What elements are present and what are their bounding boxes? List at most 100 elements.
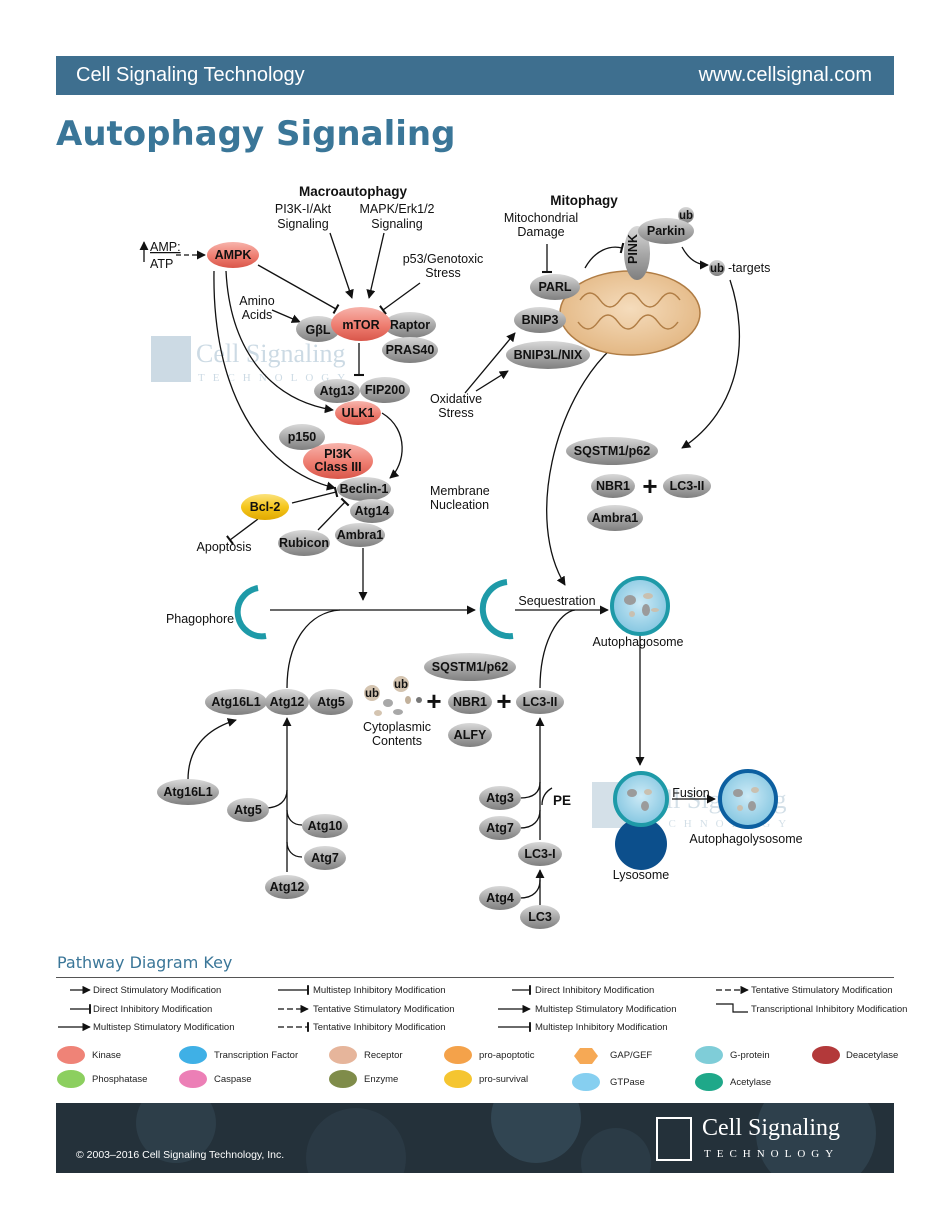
- node-bnip3l[interactable]: BNIP3L/NIX: [506, 341, 590, 369]
- key-arrow-label-5: Tentative Stimulatory Modification: [313, 1004, 455, 1015]
- node-atg7-b[interactable]: Atg7: [479, 816, 521, 840]
- node-pras40[interactable]: PRAS40: [382, 337, 438, 363]
- label-mito-damage-1: Mitochondrial: [504, 211, 578, 225]
- node-nbr1-top[interactable]: NBR1: [591, 474, 635, 498]
- node-rubicon[interactable]: Rubicon: [278, 530, 330, 556]
- ub-target-label: ub: [710, 263, 724, 275]
- edge-atg5-join: [264, 789, 288, 809]
- node-pink-label: PINK: [626, 234, 640, 264]
- edge-pe-join: [541, 787, 553, 806]
- key-arrow-label-4: Direct Inhibitory Modification: [93, 1004, 212, 1015]
- node-mtor[interactable]: mTOR: [331, 307, 391, 341]
- edge-rubicon-beclin: [317, 497, 350, 531]
- legend-label-3: pro-apoptotic: [479, 1050, 535, 1061]
- node-atg16l1-a[interactable]: Atg16L1: [205, 689, 267, 715]
- edge-parl-pink: [584, 242, 625, 269]
- node-parkin-label: Parkin: [647, 224, 685, 238]
- label-autophagolysosome: Autophagolysosome: [689, 832, 802, 846]
- node-nbr1-bot[interactable]: NBR1: [448, 690, 492, 714]
- autophagolysosome-shape: [718, 769, 778, 829]
- node-atg14[interactable]: Atg14: [350, 499, 394, 523]
- node-atg12-a[interactable]: Atg12: [265, 689, 309, 715]
- node-p150-label: p150: [288, 430, 317, 444]
- node-bcl2[interactable]: Bcl-2: [241, 494, 289, 520]
- node-bnip3[interactable]: BNIP3: [514, 307, 566, 333]
- node-atg4[interactable]: Atg4: [479, 886, 521, 910]
- node-fip200-label: FIP200: [365, 383, 405, 397]
- node-atg5-a[interactable]: Atg5: [309, 689, 353, 715]
- node-mtor-label: mTOR: [342, 318, 379, 332]
- node-alfy[interactable]: ALFY: [448, 723, 492, 747]
- node-lc3[interactable]: LC3: [520, 905, 560, 929]
- label-macroautophagy: Macroautophagy: [299, 184, 408, 199]
- node-lc3i[interactable]: LC3-I: [518, 842, 562, 866]
- node-sqstm1-top[interactable]: SQSTM1/p62: [566, 437, 658, 465]
- node-nbr1-top-label: NBR1: [596, 479, 630, 493]
- legend-label-12: Acetylase: [730, 1077, 771, 1088]
- node-atg13[interactable]: Atg13: [314, 379, 360, 403]
- watermark-tree-icon: [151, 336, 191, 382]
- label-pi3k-akt-1: PI3K-I/Akt: [275, 202, 332, 216]
- node-p150[interactable]: p150: [279, 424, 325, 450]
- edge-bcl2-beclin: [291, 486, 339, 504]
- node-atg12-b[interactable]: Atg12: [265, 875, 309, 899]
- node-lc3ii-top-label: LC3-II: [670, 479, 705, 493]
- edges: [139, 232, 740, 905]
- node-ulk1[interactable]: ULK1: [335, 401, 381, 425]
- node-fip200[interactable]: FIP200: [360, 377, 410, 403]
- node-rubicon-label: Rubicon: [279, 536, 329, 550]
- legend-swatch-deacetylase: [812, 1046, 840, 1064]
- label-oxidative-1: Oxidative: [430, 392, 482, 406]
- node-lc3ii-bot[interactable]: LC3-II: [516, 690, 564, 714]
- label-membrane-1: Membrane: [430, 484, 490, 498]
- node-gbl[interactable]: GβL: [296, 316, 340, 342]
- mitochondrion: [559, 270, 701, 356]
- node-atg3[interactable]: Atg3: [479, 786, 521, 810]
- legend-label-10: pro-survival: [479, 1074, 528, 1085]
- node-lc3ii-top[interactable]: LC3-II: [663, 474, 711, 498]
- node-atg7-a[interactable]: Atg7: [304, 846, 346, 870]
- legend-swatch-prosurvival: [444, 1070, 472, 1088]
- node-parl[interactable]: PARL: [530, 274, 580, 300]
- key-arrow-label-8: Multistep Stimulatory Modification: [93, 1022, 235, 1033]
- node-raptor[interactable]: Raptor: [384, 312, 436, 338]
- label-fusion: Fusion: [672, 786, 710, 800]
- edge-parkin-ub: [681, 246, 709, 270]
- node-atg16l1-b[interactable]: Atg16L1: [157, 779, 219, 805]
- node-atg10[interactable]: Atg10: [302, 814, 348, 838]
- node-pras40-label: PRAS40: [386, 343, 435, 357]
- node-ampk[interactable]: AMPK: [207, 242, 259, 268]
- header-url[interactable]: www.cellsignal.com: [698, 64, 872, 86]
- label-amino-2: Acids: [242, 308, 273, 322]
- node-nbr1-bot-label: NBR1: [453, 695, 487, 709]
- ub-label: ub: [365, 688, 379, 700]
- node-parkin[interactable]: Parkin: [638, 218, 694, 244]
- legend-swatch-tf: [179, 1046, 207, 1064]
- legend-label-1: Transcription Factor: [214, 1050, 298, 1061]
- key-arrow-label-6: Multistep Stimulatory Modification: [535, 1004, 677, 1015]
- label-atp: ATP: [150, 257, 173, 271]
- node-beclin1[interactable]: Beclin-1: [337, 477, 391, 501]
- watermark-sub-2: TECHNOLOGY: [639, 818, 794, 830]
- edge-ampk-mtor: [257, 264, 340, 315]
- key-arrow-label-3: Tentative Stimulatory Modification: [751, 985, 893, 996]
- key-divider: [56, 977, 894, 978]
- node-sqstm1-bot[interactable]: SQSTM1/p62: [424, 653, 516, 681]
- label-cytoplasmic-1: Cytoplasmic: [363, 720, 431, 734]
- node-atg5-a-label: Atg5: [317, 695, 345, 709]
- legend-label-9: Enzyme: [364, 1074, 398, 1085]
- header-bar: Cell Signaling Technology www.cellsignal…: [56, 56, 894, 95]
- legend-swatch-enzyme: [329, 1070, 357, 1088]
- legend-swatch-acetylase: [695, 1073, 723, 1091]
- label-mitophagy: Mitophagy: [550, 193, 618, 208]
- node-sqstm1-top-label: SQSTM1/p62: [574, 444, 650, 458]
- node-ambra1-top[interactable]: Ambra1: [587, 505, 643, 531]
- node-atg5-b[interactable]: Atg5: [227, 798, 269, 822]
- page-title: Autophagy Signaling: [56, 114, 456, 154]
- node-ambra1[interactable]: Ambra1: [335, 523, 385, 547]
- edge-oxid-bnip3: [464, 332, 516, 394]
- ub-target-circle: [709, 260, 725, 276]
- node-pink[interactable]: PINK: [624, 226, 650, 280]
- node-pi3k-label-2: Class III: [314, 460, 361, 474]
